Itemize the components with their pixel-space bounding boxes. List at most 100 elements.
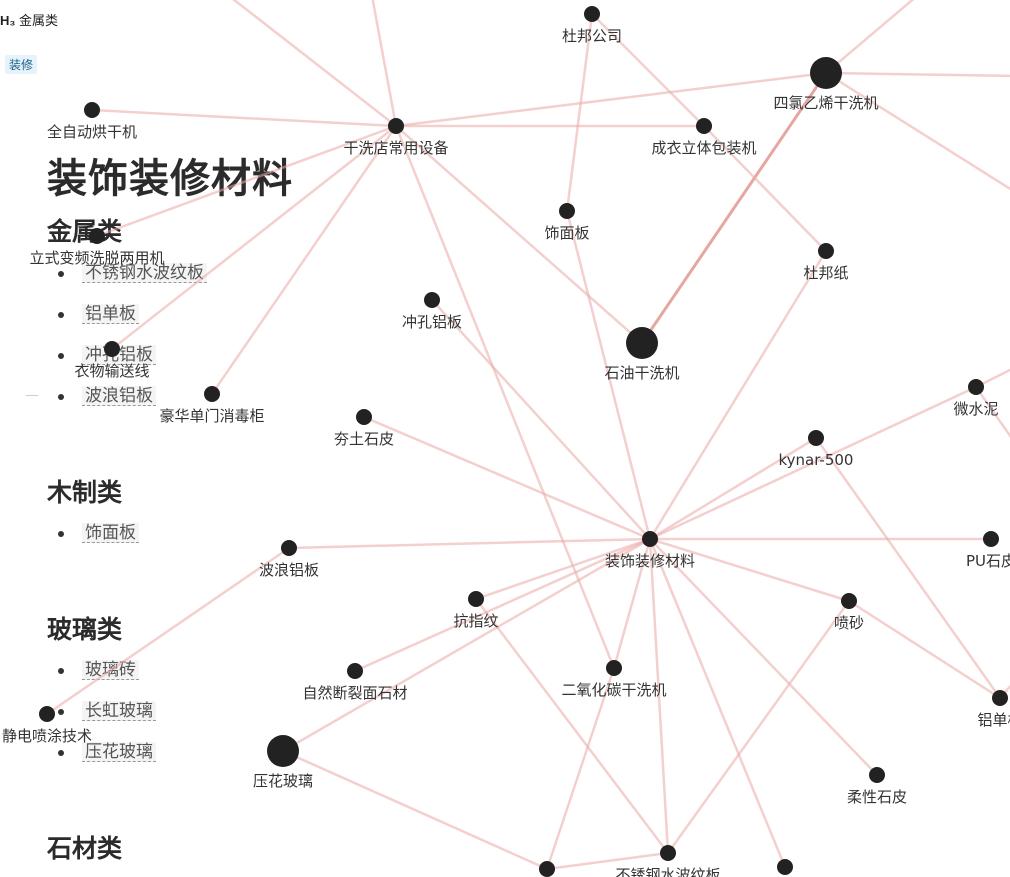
node-dot[interactable]: [89, 228, 105, 244]
graph-node-perforated-aluminum-node[interactable]: 冲孔铝板: [402, 292, 462, 331]
list-item[interactable]: 饰面板: [58, 521, 139, 562]
graph-node-flexible-stone[interactable]: 柔性石皮: [847, 767, 907, 806]
graph-node-aluminum-single-node[interactable]: 铝单板: [977, 690, 1010, 729]
node-dot[interactable]: [808, 430, 824, 446]
node-dot[interactable]: [539, 861, 555, 877]
node-dot[interactable]: [841, 593, 857, 609]
node-label: 成衣立体包装机: [651, 139, 756, 157]
graph-edge: [431, 299, 651, 540]
node-label: 夯土石皮: [334, 430, 394, 448]
graph-edge: [825, 0, 915, 74]
node-label: 自然断裂面石材: [302, 684, 407, 702]
node-dot[interactable]: [810, 57, 842, 89]
node-dot[interactable]: [983, 531, 999, 547]
item-link[interactable]: 玻璃砖: [82, 660, 139, 680]
graph-edge: [825, 71, 1010, 191]
item-link[interactable]: 波浪铝板: [82, 386, 156, 406]
list-item[interactable]: 铝单板: [58, 302, 207, 343]
node-dot[interactable]: [696, 118, 712, 134]
node-dot[interactable]: [660, 845, 676, 861]
node-dot[interactable]: [281, 540, 297, 556]
node-dot[interactable]: [84, 102, 100, 118]
node-dot[interactable]: [388, 118, 404, 134]
breadcrumb[interactable]: H₃ 金属类: [0, 10, 58, 29]
node-dot[interactable]: [356, 409, 372, 425]
heading-level-icon: H₃: [0, 13, 16, 28]
graph-node-dry-clean-equipment[interactable]: 干洗店常用设备: [343, 118, 449, 157]
graph-node-full-auto-dryer[interactable]: 全自动烘干机: [47, 102, 137, 141]
list-item[interactable]: 玻璃砖: [58, 658, 156, 699]
item-link[interactable]: 长虹玻璃: [82, 701, 156, 721]
node-label: 不锈钢水波纹板: [615, 866, 720, 877]
graph-node-stainless-wave-node[interactable]: 不锈钢水波纹板: [615, 845, 721, 877]
node-dot[interactable]: [626, 327, 658, 359]
node-dot[interactable]: [347, 663, 363, 679]
node-label: 装饰装修材料: [605, 552, 695, 570]
node-dot[interactable]: [968, 379, 984, 395]
graph-node-vertical-washer[interactable]: 立式变频洗脱两用机: [29, 228, 165, 267]
graph-node-luxury-sterilizer[interactable]: 豪华单门消毒柜: [159, 386, 265, 425]
node-label: 二氧化碳干洗机: [561, 681, 666, 699]
node-dot[interactable]: [777, 859, 793, 875]
list-item[interactable]: 波浪铝板: [58, 384, 207, 425]
node-label: 冲孔铝板: [402, 313, 462, 331]
item-link[interactable]: 铝单板: [82, 304, 139, 324]
node-dot[interactable]: [869, 767, 885, 783]
graph-node-garment-packer[interactable]: 成衣立体包装机: [651, 118, 757, 157]
node-dot[interactable]: [267, 735, 299, 767]
graph-node-kuatu-stone[interactable]: 夯土石皮: [334, 409, 394, 448]
node-dot[interactable]: [559, 203, 575, 219]
node-dot[interactable]: [642, 531, 658, 547]
graph-node-clothes-conveyor[interactable]: 衣物输送线: [74, 341, 150, 380]
list-item[interactable]: 压花玻璃: [58, 740, 156, 781]
tag-badge[interactable]: 装修: [5, 55, 38, 74]
node-dot[interactable]: [424, 292, 440, 308]
graph-node-petroleum-dry-cleaner[interactable]: 石油干洗机: [604, 327, 680, 382]
node-dot[interactable]: [584, 6, 600, 22]
graph-edge: [825, 71, 1010, 78]
graph-node-electrostatic-spray[interactable]: 静电喷涂技术: [2, 706, 92, 745]
graph-node-natural-fracture-stone[interactable]: 自然断裂面石材: [302, 663, 408, 702]
graph-node-co2-dry-cleaner[interactable]: 二氧化碳干洗机: [561, 660, 667, 699]
node-label: 抗指纹: [453, 612, 498, 630]
graph-node-bottom-node-b[interactable]: [777, 859, 793, 875]
node-dot[interactable]: [104, 341, 120, 357]
graph-nodes: 杜邦公司四氯乙烯干洗机全自动烘干机干洗店常用设备成衣立体包装机饰面板立式变频洗脱…: [2, 6, 1010, 877]
graph-node-dupont-company[interactable]: 杜邦公司: [562, 6, 622, 45]
list-item[interactable]: 不锈钢水波纹板: [58, 261, 207, 302]
list-item[interactable]: 冲孔铝板: [58, 343, 207, 384]
node-dot[interactable]: [39, 706, 55, 722]
section-list-metal: 不锈钢水波纹板 铝单板 冲孔铝板 波浪铝板: [58, 261, 207, 425]
page-title: 装饰装修材料: [47, 157, 293, 201]
graph-edge: [974, 386, 1010, 438]
graph-node-pu-stone[interactable]: PU石皮: [966, 531, 1010, 570]
graph-node-embossed-glass-node[interactable]: 压花玻璃: [253, 735, 313, 790]
graph-node-dupont-paper[interactable]: 杜邦纸: [803, 243, 849, 282]
node-dot[interactable]: [468, 591, 484, 607]
node-label: 四氯乙烯干洗机: [773, 94, 878, 112]
node-dot[interactable]: [818, 243, 834, 259]
graph-node-veneer-board-node[interactable]: 饰面板: [544, 203, 590, 242]
divider: [26, 395, 38, 396]
node-dot[interactable]: [204, 386, 220, 402]
graph-node-ptfe-dry-cleaner[interactable]: 四氯乙烯干洗机: [773, 57, 879, 112]
graph-node-micro-cement[interactable]: 微水泥: [953, 379, 999, 418]
node-label: 铝单板: [977, 711, 1010, 729]
node-label: kynar-500: [779, 451, 854, 469]
node-label: 全自动烘干机: [47, 123, 137, 141]
node-label: 波浪铝板: [259, 561, 319, 579]
graph-edge: [848, 599, 1001, 700]
graph-node-anti-fingerprint[interactable]: 抗指纹: [453, 591, 499, 630]
item-link[interactable]: 饰面板: [82, 523, 139, 543]
section-title-stone: 石材类: [47, 835, 123, 863]
graph-edge: [666, 600, 851, 854]
graph-node-decoration-materials[interactable]: 装饰装修材料: [605, 531, 695, 570]
node-dot[interactable]: [606, 660, 622, 676]
section-list-glass: 玻璃砖 长虹玻璃 压花玻璃: [58, 658, 156, 781]
graph-node-bottom-node-a[interactable]: [539, 861, 555, 877]
graph-node-sandblast[interactable]: 喷砂: [834, 593, 864, 632]
item-link[interactable]: 压花玻璃: [82, 742, 156, 762]
graph-node-wave-aluminum-node[interactable]: 波浪铝板: [259, 540, 319, 579]
graph-node-kynar-500[interactable]: kynar-500: [779, 430, 854, 469]
node-dot[interactable]: [992, 690, 1008, 706]
